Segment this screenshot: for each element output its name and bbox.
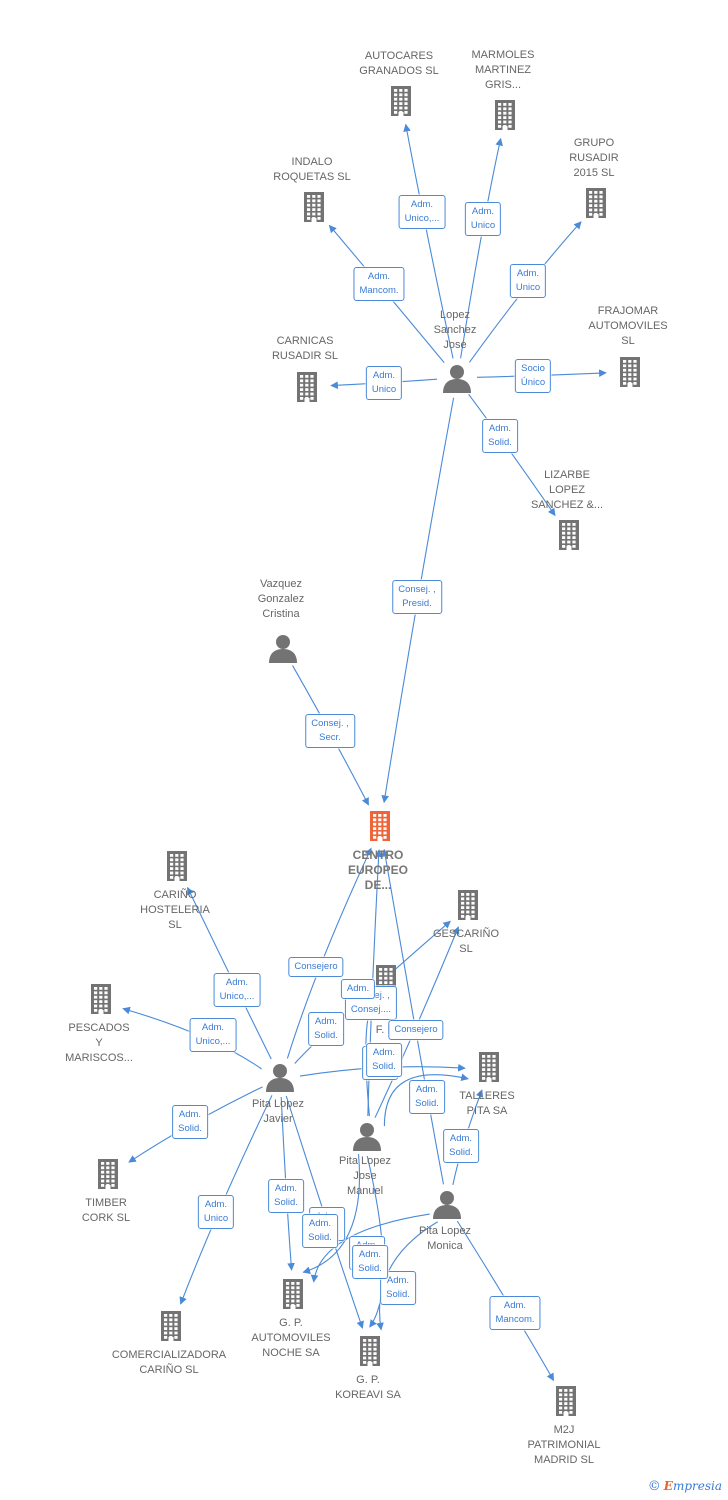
company-name[interactable]: TIMBER CORK SL (81, 1197, 131, 1224)
relation-label[interactable]: Consejero (288, 957, 344, 977)
relation-label[interactable]: Adm. Unico (365, 366, 403, 400)
relation-label[interactable]: Adm. Solid. (172, 1105, 208, 1139)
person-name[interactable]: Vazquez Gonzalez Cristina (257, 578, 305, 620)
relation-label[interactable]: Consej. , Presid. (392, 580, 442, 614)
brand-initial: E (663, 1479, 673, 1493)
building-icon[interactable] (494, 99, 516, 136)
focus-company-icon[interactable] (369, 810, 391, 847)
relation-label[interactable]: Adm. Solid. (308, 1012, 344, 1046)
company-name[interactable]: AUTOCARES GRANADOS SL (359, 50, 439, 77)
person-name[interactable]: Lopez Sanchez Jose (433, 309, 477, 351)
company-name[interactable]: CARIÑO HOSTELERIA SL (140, 889, 210, 931)
company-name[interactable]: INDALO ROQUETAS SL (273, 156, 351, 183)
building-icon[interactable] (90, 983, 112, 1020)
relation-label[interactable]: Adm. Unico (509, 264, 547, 298)
relation-label[interactable]: Adm. Solid. (268, 1179, 304, 1213)
relation-label[interactable]: Adm. Solid. (352, 1245, 388, 1279)
company-name[interactable]: CENTRO EUROPEO DE... (347, 848, 408, 892)
building-icon[interactable] (457, 889, 479, 926)
person-name[interactable]: Pita Lopez Monica (419, 1225, 471, 1252)
brand-watermark: ©Empresia (648, 1479, 722, 1494)
company-name[interactable]: FRAJOMAR AUTOMOVILES SL (588, 305, 668, 347)
person-icon[interactable] (268, 633, 298, 668)
relation-label[interactable]: Adm. Unico,... (213, 973, 261, 1007)
company-name[interactable]: PESCADOS Y MARISCOS... (65, 1022, 133, 1064)
relation-label[interactable]: Adm. Mancom. (353, 267, 405, 301)
building-icon[interactable] (296, 371, 318, 408)
relation-label[interactable]: Adm. Solid. (443, 1129, 479, 1163)
relation-label[interactable]: Adm. Solid. (409, 1080, 445, 1114)
company-name[interactable]: COMERCIALIZADORA CARIÑO SL (111, 1349, 227, 1376)
company-name[interactable]: G. P. KOREAVI SA (335, 1374, 401, 1401)
company-name[interactable]: GESCARIÑO SL (432, 928, 499, 955)
relation-label[interactable]: Socio Único (514, 359, 552, 393)
person-name[interactable]: Pita Lopez Javier (252, 1098, 304, 1125)
relation-label[interactable]: Consej. , Secr. (305, 714, 355, 748)
relation-label[interactable]: Adm. Unico,... (398, 195, 446, 229)
relation-label[interactable]: Adm. (340, 979, 376, 999)
building-icon[interactable] (160, 1310, 182, 1347)
building-icon[interactable] (478, 1051, 500, 1088)
relation-label[interactable]: Adm. Solid. (302, 1214, 338, 1248)
building-icon[interactable] (97, 1158, 119, 1195)
building-icon[interactable] (282, 1278, 304, 1315)
person-icon[interactable] (442, 363, 472, 398)
person-icon[interactable] (352, 1121, 382, 1156)
building-icon[interactable] (619, 356, 641, 393)
relation-label[interactable]: Adm. Unico (197, 1195, 235, 1229)
company-name[interactable]: G. P. AUTOMOVILES NOCHE SA (251, 1317, 331, 1359)
brand-name: mpresia (672, 1479, 722, 1493)
person-icon[interactable] (432, 1189, 462, 1224)
company-name[interactable]: TALLERES PITA SA (459, 1090, 515, 1117)
building-icon[interactable] (359, 1335, 381, 1372)
relation-edge (310, 1213, 430, 1283)
person-name[interactable]: Pita Lopez Jose Manuel (339, 1155, 391, 1197)
copyright-symbol: © (647, 1479, 661, 1494)
company-name[interactable]: CARNICAS RUSADIR SL (271, 335, 339, 362)
building-icon[interactable] (585, 187, 607, 224)
relation-edge (376, 1221, 439, 1331)
relation-edge (381, 848, 445, 1185)
relation-edge (302, 1154, 360, 1274)
relation-label[interactable]: Adm. Unico (464, 202, 502, 236)
relation-label[interactable]: Consejero (388, 1020, 444, 1040)
building-icon[interactable] (558, 519, 580, 556)
building-icon[interactable] (166, 850, 188, 887)
company-name[interactable]: LIZARBE LOPEZ SANCHEZ &... (530, 469, 604, 511)
building-icon[interactable] (555, 1385, 577, 1422)
building-icon[interactable] (390, 85, 412, 122)
relation-label[interactable]: Adm. Mancom. (489, 1296, 541, 1330)
company-name[interactable]: GRUPO RUSADIR 2015 SL (569, 137, 619, 179)
relation-label[interactable]: Adm. Solid. (366, 1043, 402, 1077)
person-icon[interactable] (265, 1062, 295, 1097)
building-icon[interactable] (303, 191, 325, 228)
company-name[interactable]: MARMOLES MARTINEZ GRIS... (471, 49, 535, 91)
company-name[interactable]: M2J PATRIMONIAL MADRID SL (527, 1424, 601, 1466)
relation-label[interactable]: Adm. Solid. (482, 419, 518, 453)
relation-edge (383, 1073, 469, 1127)
relation-label[interactable]: Adm. Unico,... (189, 1018, 237, 1052)
